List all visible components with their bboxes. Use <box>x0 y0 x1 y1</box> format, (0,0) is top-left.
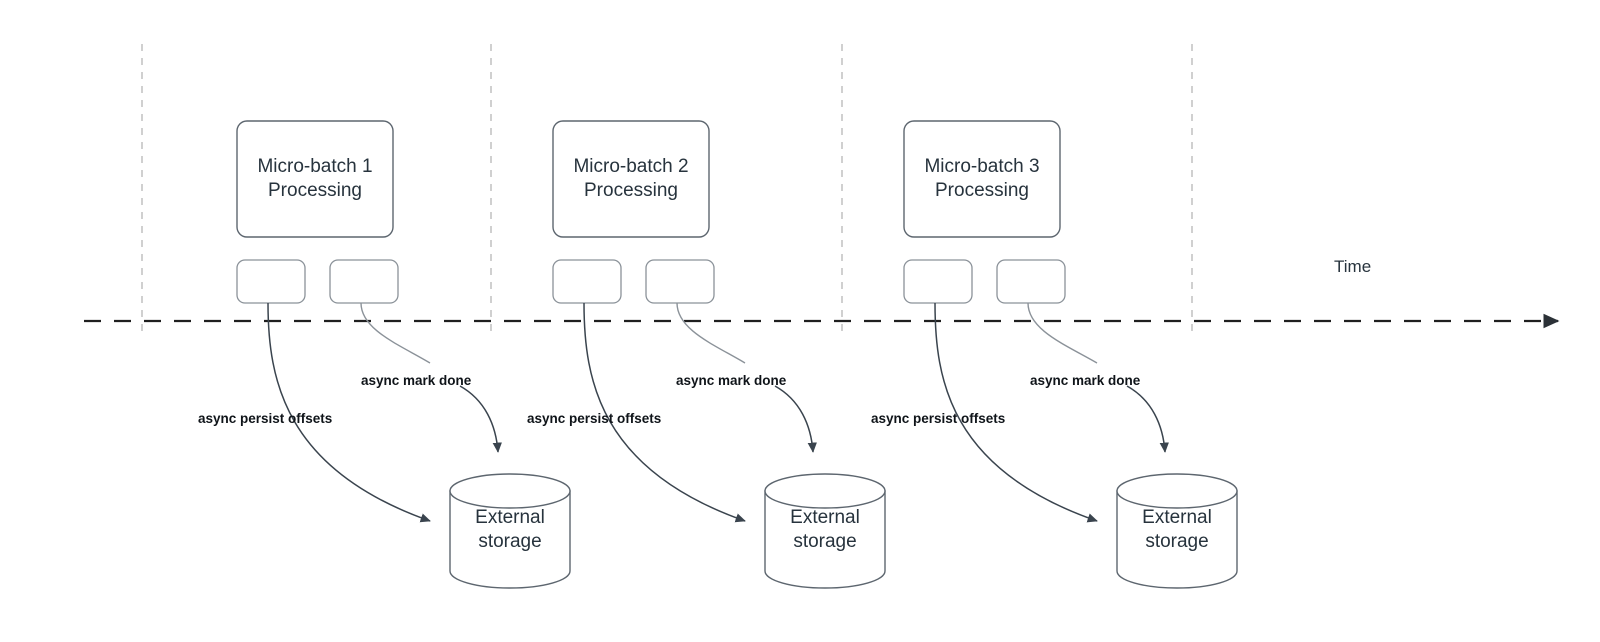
group-3-batch-box[interactable] <box>903 120 1061 238</box>
group-2-persist-edge <box>583 302 746 523</box>
group-2-batch-box[interactable] <box>552 120 710 238</box>
group-1-persist-edge-label: async persist offsets <box>198 411 333 426</box>
group-2-markdone-edge <box>676 302 746 364</box>
group-2-markdone-edge-label: async mark done <box>676 373 787 388</box>
group-1-persist-edge <box>267 302 431 523</box>
group-2-persist-edge-label: async persist offsets <box>527 411 662 426</box>
group-3-markdone-edge-label: async mark done <box>1030 373 1141 388</box>
group-3-markdone-edge <box>1027 302 1098 364</box>
group-2-shapes <box>552 120 886 589</box>
group-3-persist-edge <box>934 302 1098 523</box>
group-3-task-box-2[interactable] <box>996 259 1066 304</box>
group-3-markdone-edge-tail <box>1126 385 1169 453</box>
group-1-task-box-2[interactable] <box>329 259 399 304</box>
group-3-shapes <box>903 120 1238 589</box>
group-1-storage-cylinder[interactable] <box>449 473 571 589</box>
group-3-persist-edge-label: async persist offsets <box>871 411 1006 426</box>
group-1-markdone-edge-tail <box>459 385 502 453</box>
group-3-task-box-1[interactable] <box>903 259 973 304</box>
group-3-storage-cylinder[interactable] <box>1116 473 1238 589</box>
time-axis-label: Time <box>1334 257 1372 276</box>
group-1-shapes <box>236 120 571 589</box>
group-2-storage-cylinder[interactable] <box>764 473 886 589</box>
timeline-tick-lines <box>141 44 1193 332</box>
group-2-task-box-1[interactable] <box>552 259 622 304</box>
group-1-task-box-1[interactable] <box>236 259 306 304</box>
group-2-task-box-2[interactable] <box>645 259 715 304</box>
group-1-batch-box[interactable] <box>236 120 394 238</box>
group-1-markdone-edge <box>360 302 431 364</box>
group-1-markdone-edge-label: async mark done <box>361 373 472 388</box>
group-2-markdone-edge-tail <box>774 385 817 453</box>
